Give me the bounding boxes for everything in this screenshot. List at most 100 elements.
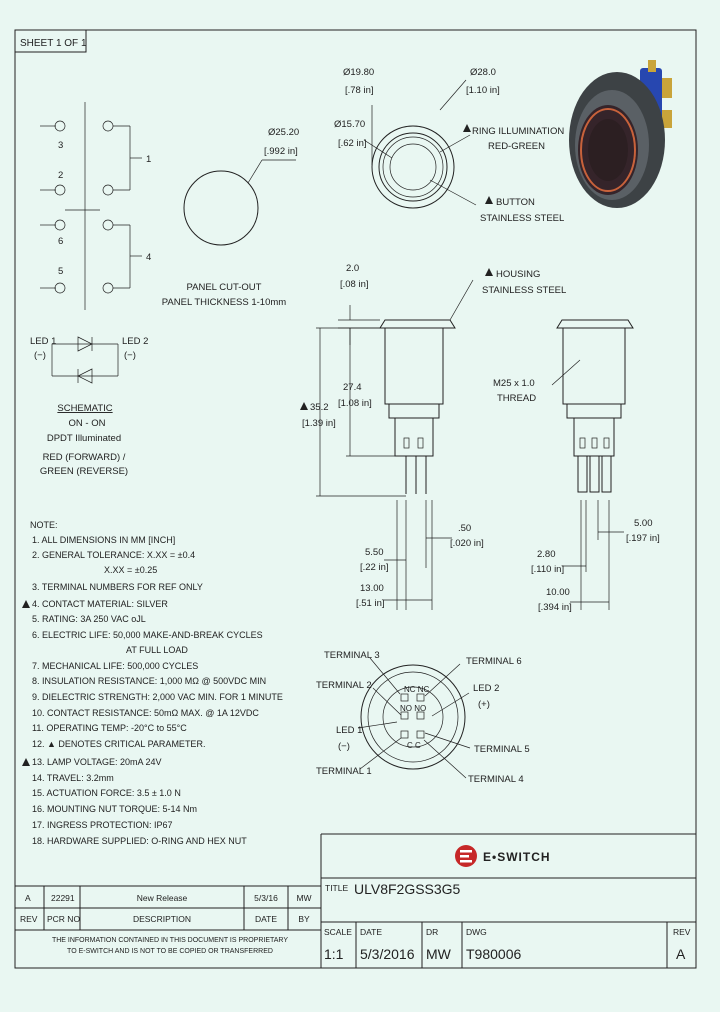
schematic-terminal-1: 1 — [146, 154, 151, 165]
top-button-2: STAINLESS STEEL — [480, 213, 564, 224]
rev-hdr-date: DATE — [255, 914, 277, 924]
bv-pin-top: NC NC — [404, 685, 430, 694]
scale-value: 1:1 — [324, 946, 344, 962]
thread-2: THREAD — [497, 393, 536, 404]
schematic-terminal-3: 3 — [58, 140, 63, 151]
brand-name: E•SWITCH — [483, 850, 551, 864]
bv-pin-bot: C C — [407, 741, 421, 750]
thread-1: M25 x 1.0 — [493, 378, 535, 389]
note-9: 9. DIELECTRIC STRENGTH: 2,000 VAC MIN. F… — [32, 692, 283, 702]
side-body: 27.4 — [343, 382, 362, 393]
note-12: 12. ▲ DENOTES CRITICAL PARAMETER. — [32, 739, 205, 749]
note-10: 10. CONTACT RESISTANCE: 50mΩ MAX. @ 1A 1… — [32, 708, 259, 718]
rev-row-desc: New Release — [137, 893, 188, 903]
panel-line2: PANEL THICKNESS 1-10mm — [162, 297, 287, 308]
schematic: 3 2 6 5 1 4 LED 1 (−) LED 2 (−) SCHEMATI… — [30, 102, 151, 477]
schematic-led2-sign: (−) — [124, 350, 136, 361]
side2-pitch: 5.00 — [634, 518, 653, 529]
rev-hdr-by: BY — [298, 914, 310, 924]
note-2: 2. GENERAL TOLERANCE: X.XX = ±0.4 — [32, 550, 195, 560]
disclaimer-1: THE INFORMATION CONTAINED IN THIS DOCUME… — [52, 937, 288, 944]
bv-t1: TERMINAL 1 — [316, 766, 372, 777]
side2-gap-in: [.110 in] — [531, 564, 564, 575]
bv-led1: LED 1 — [336, 725, 362, 736]
notes: NOTE: 1. ALL DIMENSIONS IN MM [INCH] 2. … — [22, 520, 283, 846]
title-label: TITLE — [325, 883, 348, 893]
side-view-rotated: M25 x 1.0 THREAD 5.00 [.197 in] 2.80 [.1… — [493, 319, 660, 613]
side-overall-in: [1.39 in] — [302, 418, 336, 429]
bv-t4: TERMINAL 4 — [468, 774, 524, 785]
note-16: 16. MOUNTING NUT TORQUE: 5-14 Nm — [32, 804, 197, 814]
schematic-line2: DPDT Illuminated — [47, 433, 121, 444]
note-4: 4. CONTACT MATERIAL: SILVER — [32, 599, 168, 609]
note-18: 18. HARDWARE SUPPLIED: O-RING AND HEX NU… — [32, 836, 247, 846]
date-value: 5/3/2016 — [360, 946, 415, 962]
dr-value: MW — [426, 946, 452, 962]
rev-row-pcr: 22291 — [51, 893, 75, 903]
note-15: 15. ACTUATION FORCE: 3.5 ± 1.0 N — [32, 788, 181, 798]
schematic-terminal-6: 6 — [58, 236, 63, 247]
bv-pin-mid: NO NO — [400, 704, 426, 713]
schematic-led1-sign: (−) — [34, 350, 46, 361]
side-width-in: [.51 in] — [356, 598, 385, 609]
top-ring-1: RING ILLUMINATION — [472, 126, 564, 137]
note-13: 13. LAMP VOLTAGE: 20mA 24V — [32, 757, 162, 767]
bv-led1-sign: (−) — [338, 741, 350, 752]
note-6: 6. ELECTRIC LIFE: 50,000 MAKE-AND-BREAK … — [32, 630, 263, 640]
notes-title: NOTE: — [30, 520, 58, 530]
top-d1-in: [.78 in] — [345, 85, 374, 96]
schematic-line4: GREEN (REVERSE) — [40, 466, 128, 477]
title-block: E•SWITCH TITLE ULV8F2GSS3G5 SCALE DATE D… — [320, 833, 696, 968]
side-pitch: 5.50 — [365, 547, 384, 558]
note-2b: X.XX = ±0.25 — [104, 565, 157, 575]
sheet-label: SHEET 1 OF 1 — [20, 38, 87, 49]
rev-row-rev: A — [25, 893, 31, 903]
eswitch-logo: E•SWITCH — [455, 845, 551, 867]
note-8: 8. INSULATION RESISTANCE: 1,000 MΩ @ 500… — [32, 676, 266, 686]
schematic-line1: ON - ON — [69, 418, 106, 429]
side-top-dim: 2.0 — [346, 263, 359, 274]
date-label: DATE — [360, 927, 382, 937]
schematic-terminal-2: 2 — [58, 170, 63, 181]
schematic-terminal-5: 5 — [58, 266, 63, 277]
schematic-led2-label: LED 2 — [122, 336, 148, 347]
dwg-value: T980006 — [466, 946, 521, 962]
scale-label: SCALE — [324, 927, 352, 937]
schematic-line3: RED (FORWARD) / — [43, 452, 126, 463]
top-view: Ø19.80 [.78 in] Ø28.0 [1.10 in] Ø15.70 [… — [334, 67, 564, 224]
note-13-critical — [22, 758, 30, 766]
side-body-in: [1.08 in] — [338, 398, 372, 409]
top-d2-in: [1.10 in] — [466, 85, 500, 96]
side2-gap: 2.80 — [537, 549, 556, 560]
side-top-dim-in: [.08 in] — [340, 279, 369, 290]
panel-cutout: Ø25.20 [.992 in] PANEL CUT-OUT PANEL THI… — [162, 127, 299, 308]
panel-dia: Ø25.20 — [268, 127, 299, 138]
note-17: 17. INGRESS PROTECTION: IP67 — [32, 820, 173, 830]
note-14: 14. TRAVEL: 3.2mm — [32, 773, 114, 783]
side-overall: 35.2 — [310, 402, 329, 413]
top-d2: Ø28.0 — [470, 67, 496, 78]
title-value: ULV8F2GSS3G5 — [354, 881, 461, 897]
rev-value: A — [676, 946, 686, 962]
side2-pitch-in: [.197 in] — [626, 533, 660, 544]
bv-t6: TERMINAL 6 — [466, 656, 522, 667]
note-6b: AT FULL LOAD — [126, 645, 188, 655]
panel-line1: PANEL CUT-OUT — [187, 282, 262, 293]
note-3: 3. TERMINAL NUMBERS FOR REF ONLY — [32, 582, 203, 592]
panel-dia-in: [.992 in] — [264, 146, 298, 157]
bv-t3: TERMINAL 3 — [324, 650, 380, 661]
rev-hdr-desc: DESCRIPTION — [133, 914, 191, 924]
schematic-title: SCHEMATIC — [57, 403, 112, 414]
bv-led2-sign: (+) — [478, 699, 490, 710]
top-d3: Ø15.70 — [334, 119, 365, 130]
top-button-1: BUTTON — [496, 197, 535, 208]
top-d1: Ø19.80 — [343, 67, 374, 78]
schematic-terminal-4: 4 — [146, 252, 151, 263]
rev-row-date: 5/3/16 — [254, 893, 278, 903]
rev-hdr-pcr: PCR NO — [47, 914, 80, 924]
note-1: 1. ALL DIMENSIONS IN MM [INCH] — [32, 535, 175, 545]
side-housing-2: STAINLESS STEEL — [482, 285, 566, 296]
dwg-label: DWG — [466, 927, 487, 937]
bv-led2: LED 2 — [473, 683, 499, 694]
bv-t2: TERMINAL 2 — [316, 680, 372, 691]
